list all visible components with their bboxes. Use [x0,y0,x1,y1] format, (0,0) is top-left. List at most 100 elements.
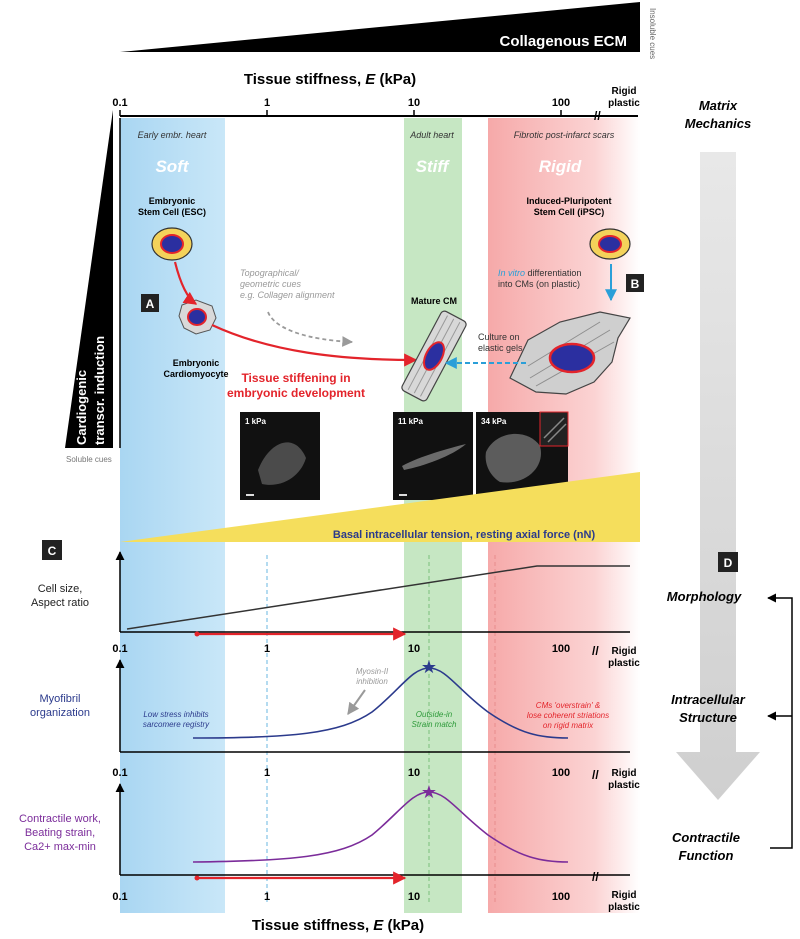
esc-label-2: Stem Cell (ESC) [138,207,206,217]
rigid-zone-name: Rigid [539,157,582,176]
low-tick-100: 100 [552,767,570,779]
top-tick-10: 10 [408,97,420,109]
feedback-bracket [767,593,793,849]
soft-zone-caption: Early embr. heart [138,130,207,140]
bottom-tick-0-1: 0.1 [112,891,127,903]
top-axis-ticks [119,110,562,116]
axis-break-bottom: // [592,870,599,884]
top-tick-100: 100 [552,97,570,109]
mid-tick-0-1: 0.1 [112,643,127,655]
cell-size-curve [126,565,630,630]
axis-break-top: // [594,109,601,123]
rigid-zone-caption: Fibrotic post-infarct scars [514,130,615,140]
invitro-label-2: into CMs (on plastic) [498,279,580,289]
stiff-zone-name: Stiff [416,157,451,176]
note-myosin-1: Myosin-II [356,667,389,676]
note-match-2: Strain match [412,720,457,729]
note-over-2: lose coherent striations [527,711,609,720]
cardiogenic-label-1: Cardiogenic [74,370,89,445]
note-over-3: on rigid matrix [543,721,594,730]
top-axis-title: Tissue stiffness, E (kPa) [244,71,416,88]
top-tick-1: 1 [264,97,270,109]
bottom-tick-1: 1 [264,891,270,903]
matrix-mechanics-label-2: Mechanics [685,116,751,131]
contractile-peak-star: ★ [421,782,437,802]
low-tick-1: 1 [264,767,270,779]
rigid-label-low-2: plastic [608,780,640,791]
panel-b-label: B [631,277,640,291]
stiffening-range-3-start [194,875,200,881]
mid-tick-10: 10 [408,643,420,655]
insoluble-cues-label: Insoluble cues [648,8,657,59]
soft-zone-name: Soft [155,157,189,176]
panel-c-label: C [48,544,57,558]
esc-to-embryonic-arrow [173,261,198,305]
mid-tick-1: 1 [264,643,270,655]
function-label-1: Contractile [672,830,740,845]
topo-arrow [267,311,354,347]
rigid-label-mid-2: plastic [608,658,640,669]
stiffening-range-1-start [194,631,200,637]
culture-label-1: Culture on [478,332,520,342]
rigid-label-top-2: plastic [608,98,640,109]
structure-label-1: Intracellular [671,692,746,707]
ipsc-cell-icon [589,228,631,260]
mature-cm-label: Mature CM [411,296,457,306]
esc-label-1: Embryonic [149,196,196,206]
topo-label-3: e.g. Collagen alignment [240,290,335,300]
flow-down-arrow [676,152,760,800]
topo-label-1: Topographical/ [240,268,300,278]
axis-break-low: // [592,768,599,782]
ipsc-label-1: Induced-Pluripotent [527,196,612,206]
low-tick-10: 10 [408,767,420,779]
function-label-2: Function [679,848,734,863]
panel-a-box [141,294,159,312]
note-match-1: Outside-in [416,710,453,719]
rigid-label-mid-1: Rigid [612,646,637,657]
note-over-1: CMs 'overstrain' & [536,701,600,710]
topo-label-2: geometric cues [240,279,302,289]
micrograph-11kpa-label: 11 kPa [398,417,423,426]
esc-cell-icon [151,227,193,261]
contractile-label-2: Beating strain, [25,827,95,839]
cardiogenic-label-2: transcr. induction [92,336,107,445]
micrograph-1kpa-label: 1 kPa [245,417,266,426]
rigid-label-bottom-2: plastic [608,902,640,913]
low-tick-0-1: 0.1 [112,767,127,779]
myofibril-peak-star: ★ [421,657,437,677]
ipsc-cm-on-plastic-icon [509,311,631,395]
mature-cm-icon [401,310,467,402]
top-tick-0-1: 0.1 [112,97,127,109]
size-label-2: Aspect ratio [31,597,89,609]
note-low-1: Low stress inhibits [143,710,208,719]
soluble-cues-label: Soluble cues [66,455,112,464]
culture-label-2: elastic gels [478,343,523,353]
axis-break-mid: // [592,644,599,658]
note-low-2: sarcomere registry [143,720,210,729]
bottom-tick-10: 10 [408,891,420,903]
stiff-zone-caption: Adult heart [409,130,454,140]
invitro-label-1: In vitro differentiation [498,268,581,278]
embryonic-cm-label-1: Embryonic [173,358,220,368]
embryonic-cm-icon [178,299,217,335]
embryonic-cm-label-2: Cardiomyocyte [163,369,228,379]
panel-d-label: D [724,556,733,570]
contractile-label-3: Ca2+ max-min [24,841,96,853]
morphology-label: Morphology [667,589,742,604]
matrix-mechanics-label-1: Matrix [699,98,738,113]
stiffening-label-2: embryonic development [227,386,365,400]
myofibril-label-1: Myofibril [40,693,81,705]
panel-a-label: A [146,297,155,311]
structure-label-2: Structure [679,710,737,725]
collagenous-ecm-wedge [120,2,640,52]
tension-label: Basal intracellular tension, resting axi… [333,529,596,541]
collagenous-ecm-label: Collagenous ECM [499,33,627,50]
stiffening-label-1: Tissue stiffening in [241,371,350,385]
bottom-axis-title: Tissue stiffness, E (kPa) [252,917,424,934]
ipsc-label-2: Stem Cell (iPSC) [534,207,605,217]
micrograph-34kpa-label: 34 kPa [481,417,507,426]
myofibril-label-2: organization [30,707,90,719]
micrograph-11kpa [393,412,473,500]
myofibril-curve [192,667,569,739]
